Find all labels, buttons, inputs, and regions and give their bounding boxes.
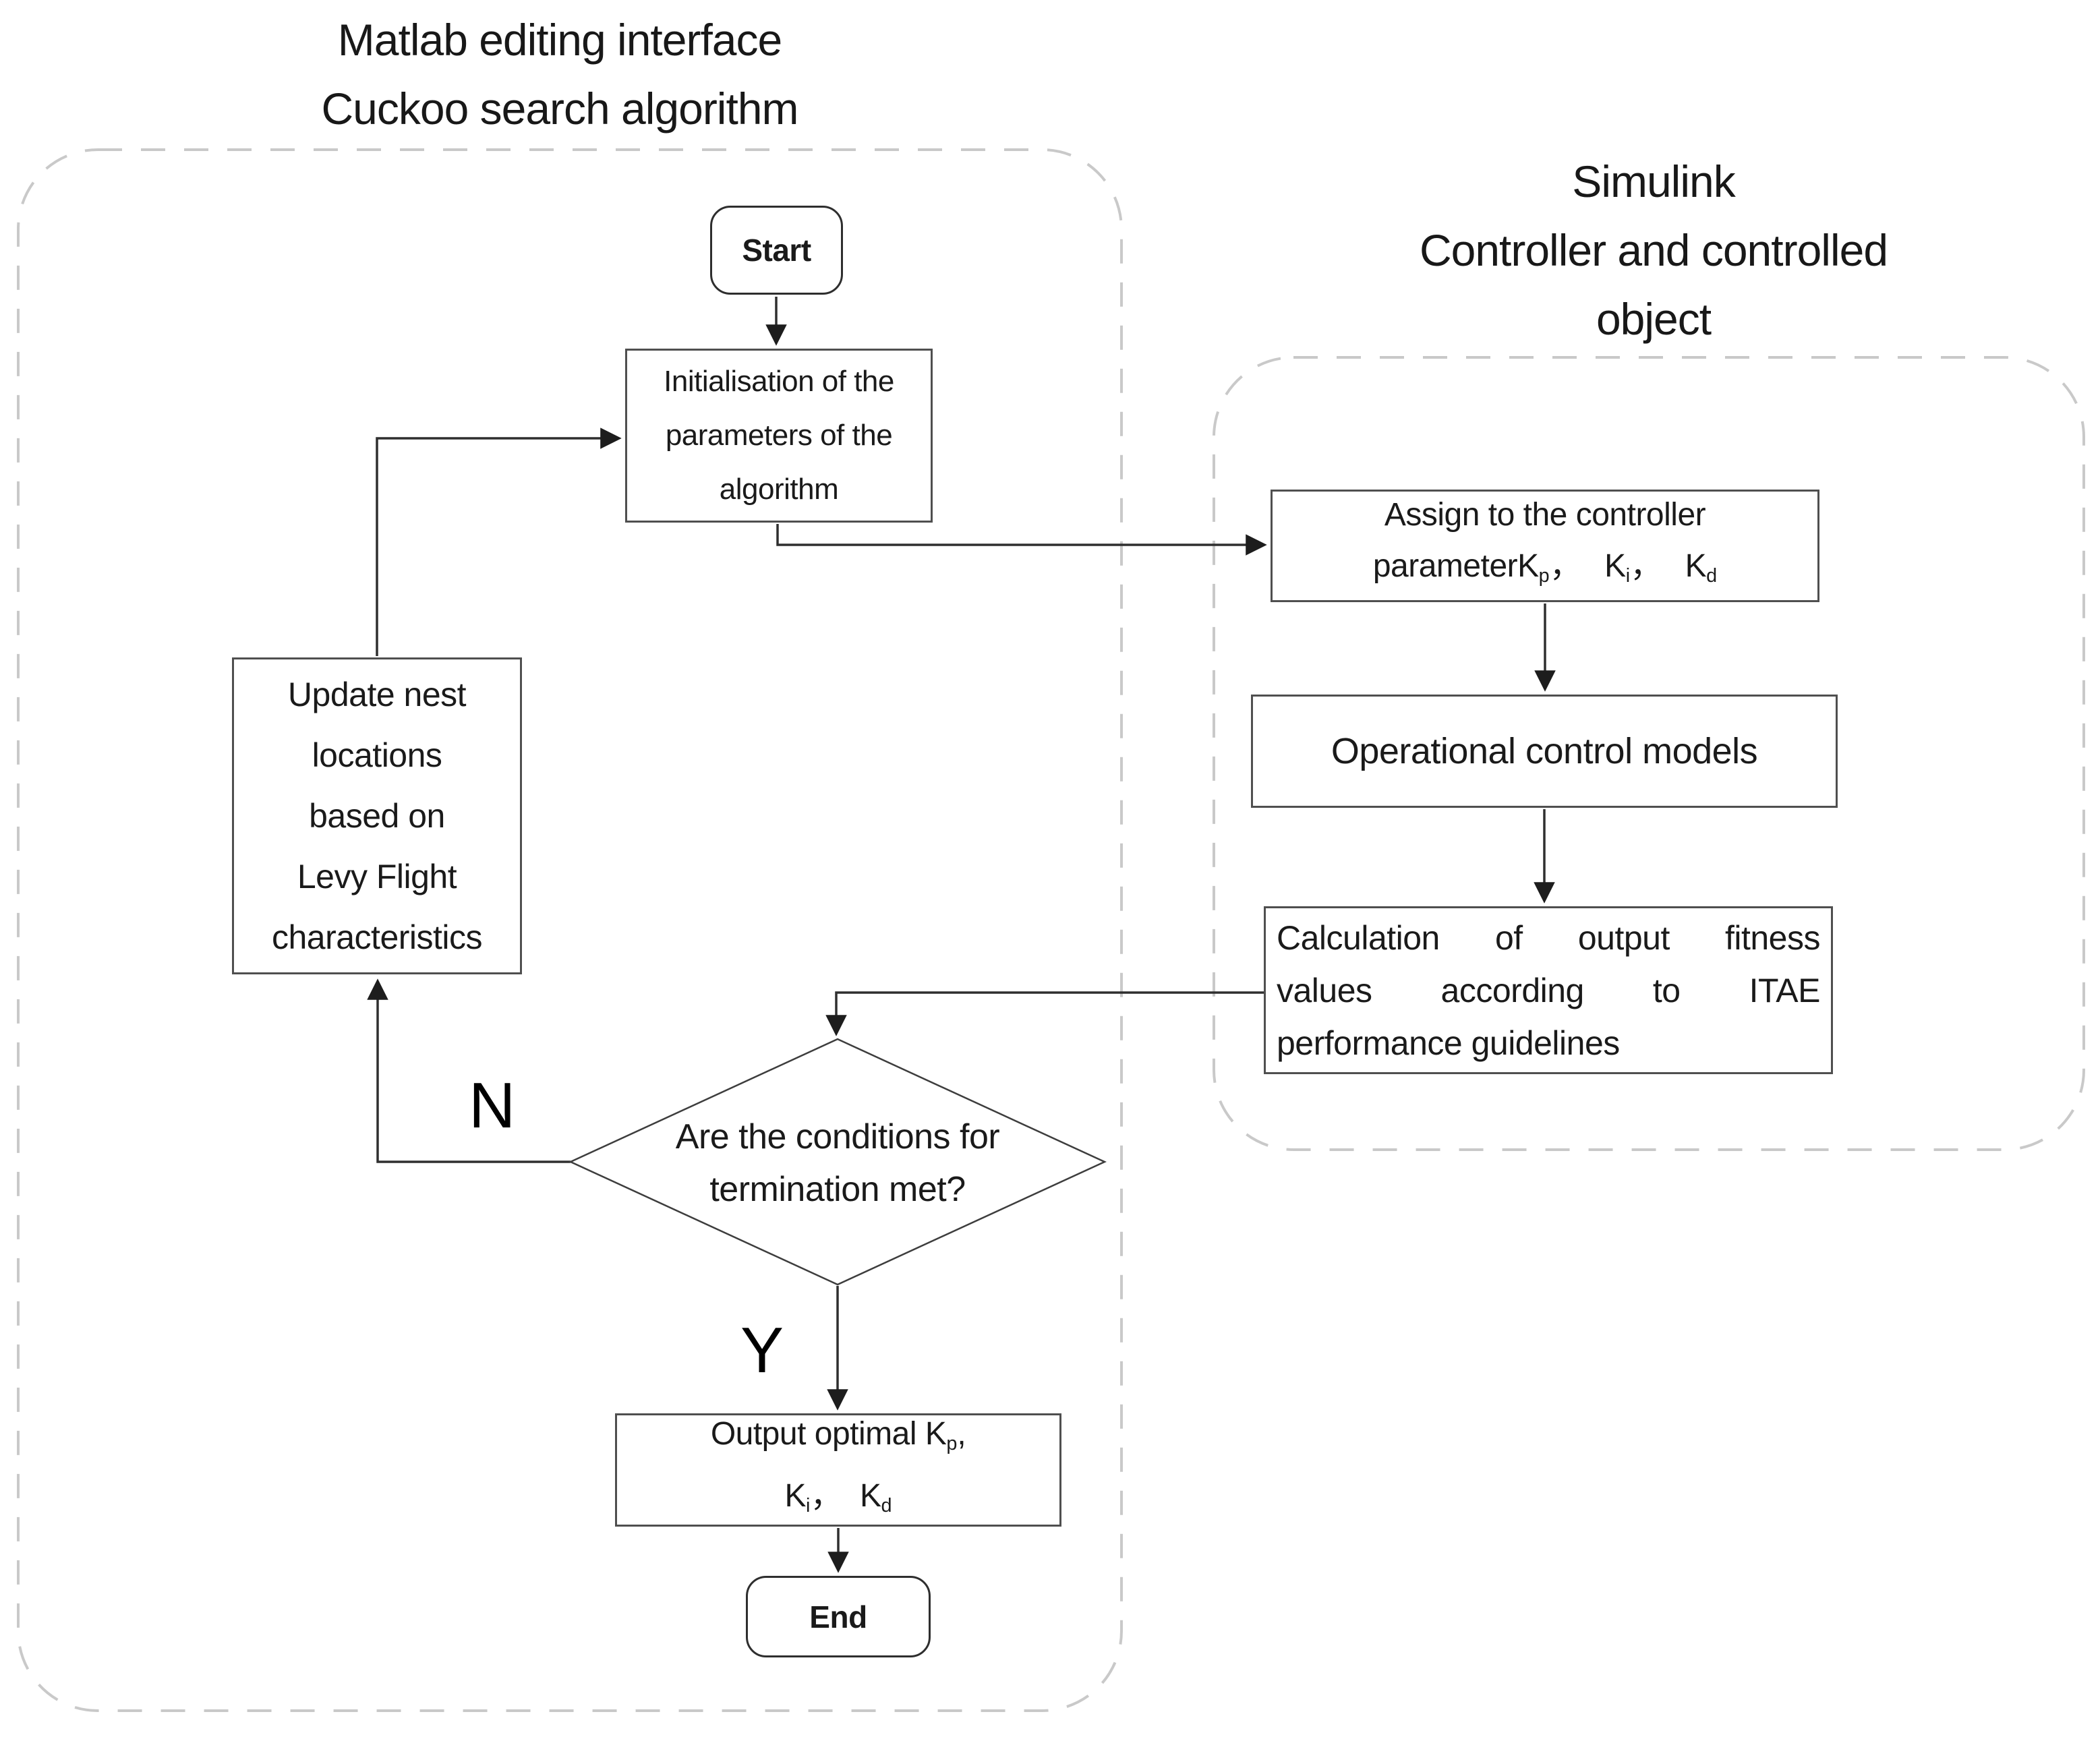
- decision-line1: Are the conditions for: [675, 1117, 1000, 1156]
- output-line2: Ki，Kd: [617, 1470, 1059, 1532]
- ki-comma: ，: [1630, 548, 1662, 585]
- matlab-region-title-line2: Cuckoo search algorithm: [321, 84, 799, 134]
- output-ki-symbol: K: [784, 1478, 807, 1514]
- update-nest-line2: locations: [312, 736, 442, 774]
- update-nest-line1: Update nest: [287, 676, 467, 713]
- decision-line2: termination met?: [709, 1170, 966, 1209]
- simulink-region-title-line1: Simulink: [1572, 156, 1735, 206]
- kp-comma: ，: [1549, 548, 1582, 585]
- simulink-region-title: Simulink Controller and controlled objec…: [1281, 147, 2026, 353]
- update-nest-node: Update nest locations based on Levy Flig…: [232, 657, 522, 974]
- initialisation-node: Initialisation of the parameters of the …: [625, 349, 933, 523]
- matlab-region-outline: [17, 148, 1123, 1712]
- decision-diamond-shape: [568, 1038, 1107, 1286]
- operational-control-node: Operational control models: [1251, 695, 1838, 808]
- simulink-region-title-line2: Controller and controlled: [1419, 225, 1888, 275]
- calculation-line3: performance guidelines: [1277, 1024, 1620, 1062]
- output-prefix: Output optimal: [710, 1415, 925, 1452]
- output-kd-subscript: d: [881, 1495, 892, 1517]
- initialisation-line2: parameters of the: [665, 419, 893, 452]
- assign-line2: parameterKp，Ki，Kd: [1273, 541, 1817, 601]
- start-node: Start: [710, 206, 843, 295]
- connector-update-to-init: [376, 428, 622, 656]
- output-kp-comma: ,: [957, 1415, 966, 1452]
- output-kp-symbol: K: [925, 1415, 947, 1452]
- connector-init-to-assign: [776, 524, 1267, 556]
- update-nest-line5: characteristics: [271, 918, 483, 956]
- calculation-line1: Calculation of output fitness: [1277, 918, 1821, 957]
- start-node-label: Start: [742, 233, 811, 268]
- output-optimal-node: Output optimal Kp, Ki，Kd: [615, 1413, 1061, 1527]
- kd-subscript: d: [1706, 565, 1718, 587]
- assign-line1: Assign to the controller: [1384, 497, 1706, 533]
- output-line1: Output optimal Kp,: [617, 1408, 1059, 1470]
- output-kp-subscript: p: [946, 1433, 958, 1454]
- kd-symbol: K: [1685, 548, 1707, 585]
- ki-subscript: i: [1625, 565, 1631, 587]
- output-ki-comma: ，: [810, 1478, 842, 1514]
- initialisation-line1: Initialisation of the: [664, 365, 894, 398]
- end-node: End: [746, 1576, 931, 1657]
- update-nest-line3: based on: [309, 797, 445, 835]
- initialisation-line3: algorithm: [719, 473, 839, 506]
- branch-label-yes: Y: [740, 1314, 784, 1386]
- update-nest-line4: Levy Flight: [297, 858, 457, 895]
- output-kd-symbol: K: [859, 1478, 881, 1514]
- operational-label: Operational control models: [1331, 731, 1758, 771]
- connector-decision-no-to-update: [367, 978, 571, 1163]
- calculation-fitness-node: Calculation of output fitness values acc…: [1264, 906, 1833, 1074]
- assign-prefix: parameter: [1372, 548, 1518, 585]
- simulink-region-title-line3: object: [1596, 294, 1712, 344]
- matlab-region-title-line1: Matlab editing interface: [337, 15, 782, 65]
- assign-parameters-node: Assign to the controller parameterKp，Ki，…: [1271, 490, 1819, 602]
- end-node-label: End: [809, 1599, 867, 1635]
- output-ki-subscript: i: [806, 1495, 811, 1517]
- termination-decision-node: Are the conditions for termination met?: [607, 1109, 1068, 1217]
- calculation-line2: values according to ITAE: [1277, 971, 1821, 1009]
- simulink-region-outline: [1213, 356, 2085, 1151]
- kp-symbol: K: [1517, 548, 1539, 585]
- ki-symbol: K: [1604, 548, 1626, 585]
- branch-label-no: N: [469, 1069, 515, 1142]
- matlab-region-title: Matlab editing interface Cuckoo search a…: [189, 5, 931, 143]
- kp-subscript: p: [1538, 565, 1550, 587]
- connector-calculation-to-decision: [825, 991, 1264, 1036]
